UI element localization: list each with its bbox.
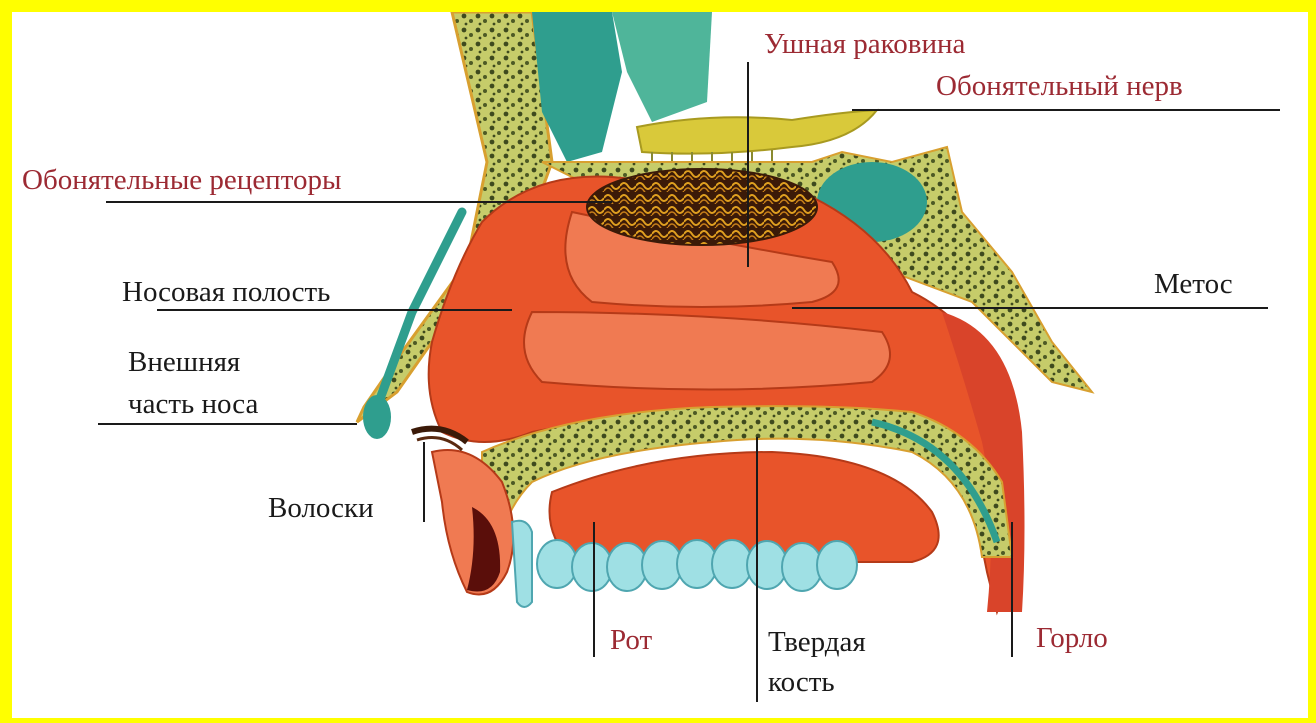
nose-tip-cartilage [363, 395, 391, 439]
label-nasal-cavity: Носовая полость [122, 276, 330, 308]
label-external-nose-line2: часть носа [128, 388, 258, 420]
label-throat: Горло [1036, 622, 1108, 654]
olfactory-nerve-shape [637, 110, 877, 154]
sinus-upper [612, 12, 712, 122]
label-olfactory-receptors: Обонятельные рецепторы [22, 164, 341, 196]
olfactory-receptor-area [587, 169, 817, 245]
label-ear-shell: Ушная раковина [764, 28, 965, 60]
diagram-canvas: Ушная раковина Обонятельный нерв Обоняте… [12, 12, 1308, 718]
label-olfactory-nerve: Обонятельный нерв [936, 70, 1183, 102]
label-external-nose-line1: Внешняя [128, 346, 240, 378]
label-hard-bone-line2: кость [768, 666, 835, 698]
label-metos: Метос [1154, 268, 1233, 300]
label-hard-bone-line1: Твердая [768, 626, 866, 658]
label-mouth: Рот [610, 624, 652, 656]
label-hairs: Волоски [268, 492, 374, 524]
